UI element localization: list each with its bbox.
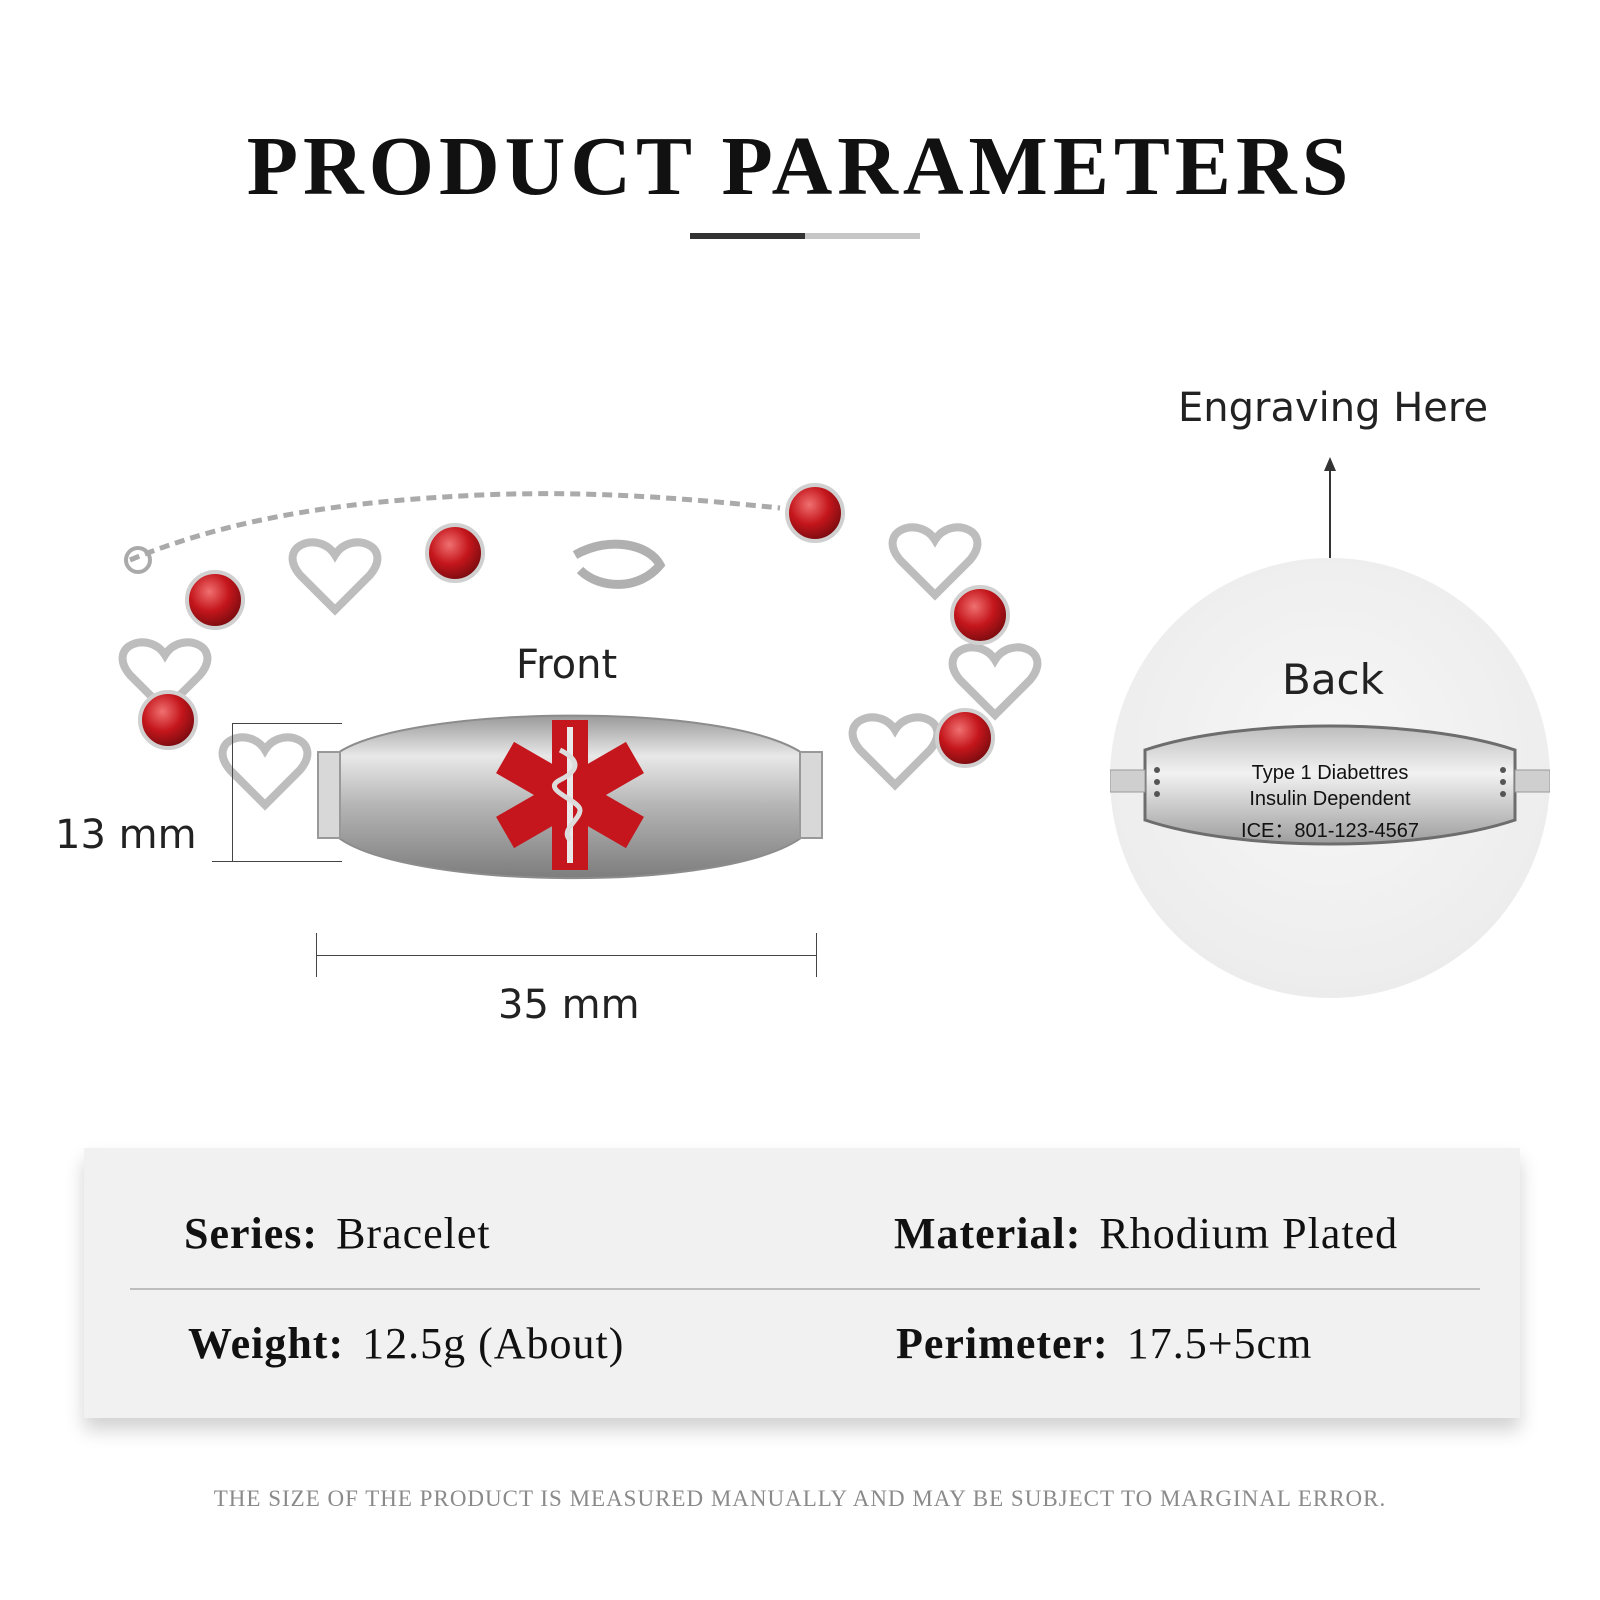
- width-dim-right-tick: [816, 933, 817, 977]
- spec-material: Material: Rhodium Plated: [894, 1208, 1398, 1259]
- height-dim-top: [232, 723, 342, 724]
- title-underline-light: [805, 233, 920, 239]
- spec-series-label: Series:: [184, 1209, 319, 1258]
- width-dim-line: [316, 955, 816, 956]
- engraving-line-3: ICE：801-123-4567: [1241, 820, 1419, 842]
- star-of-life-icon: [496, 720, 644, 870]
- spec-material-label: Material:: [894, 1209, 1082, 1258]
- bracelet-front-image: [118, 483, 1042, 880]
- height-dim-bottom: [212, 861, 342, 862]
- spec-weight-value: 12.5g (About): [362, 1319, 625, 1368]
- engraving-here-label: Engraving Here: [1178, 385, 1489, 431]
- spec-divider: [130, 1288, 1480, 1290]
- back-plate-image: [1110, 724, 1550, 846]
- spec-weight: Weight: 12.5g (About): [188, 1318, 624, 1369]
- spec-perimeter-label: Perimeter:: [896, 1319, 1109, 1368]
- width-dim-left-tick: [316, 933, 317, 977]
- measurement-footnote: THE SIZE OF THE PRODUCT IS MEASURED MANU…: [213, 1486, 1387, 1511]
- height-dimension-label: 13 mm: [55, 812, 197, 858]
- spec-weight-label: Weight:: [188, 1319, 345, 1368]
- page-title: PRODUCT PARAMETERS: [246, 120, 1354, 213]
- spec-series: Series: Bracelet: [184, 1208, 491, 1259]
- arrow-up-icon: [1324, 457, 1336, 565]
- spec-perimeter: Perimeter: 17.5+5cm: [896, 1318, 1312, 1369]
- width-dimension-label: 35 mm: [498, 982, 640, 1028]
- back-label: Back: [1282, 655, 1384, 704]
- engraving-line-1: Type 1 Diabettres: [1251, 762, 1409, 784]
- spec-perimeter-value: 17.5+5cm: [1126, 1319, 1313, 1368]
- spec-material-value: Rhodium Plated: [1099, 1209, 1399, 1258]
- spec-panel: Series:Bracelet Material:Rhodium Plated …: [84, 1148, 1520, 1418]
- engraving-line-2: Insulin Dependent: [1249, 788, 1411, 810]
- front-label: Front: [516, 642, 618, 688]
- height-dim-vertical: [232, 723, 233, 861]
- spec-series-value: Bracelet: [336, 1209, 491, 1258]
- title-underline-dark: [690, 233, 805, 239]
